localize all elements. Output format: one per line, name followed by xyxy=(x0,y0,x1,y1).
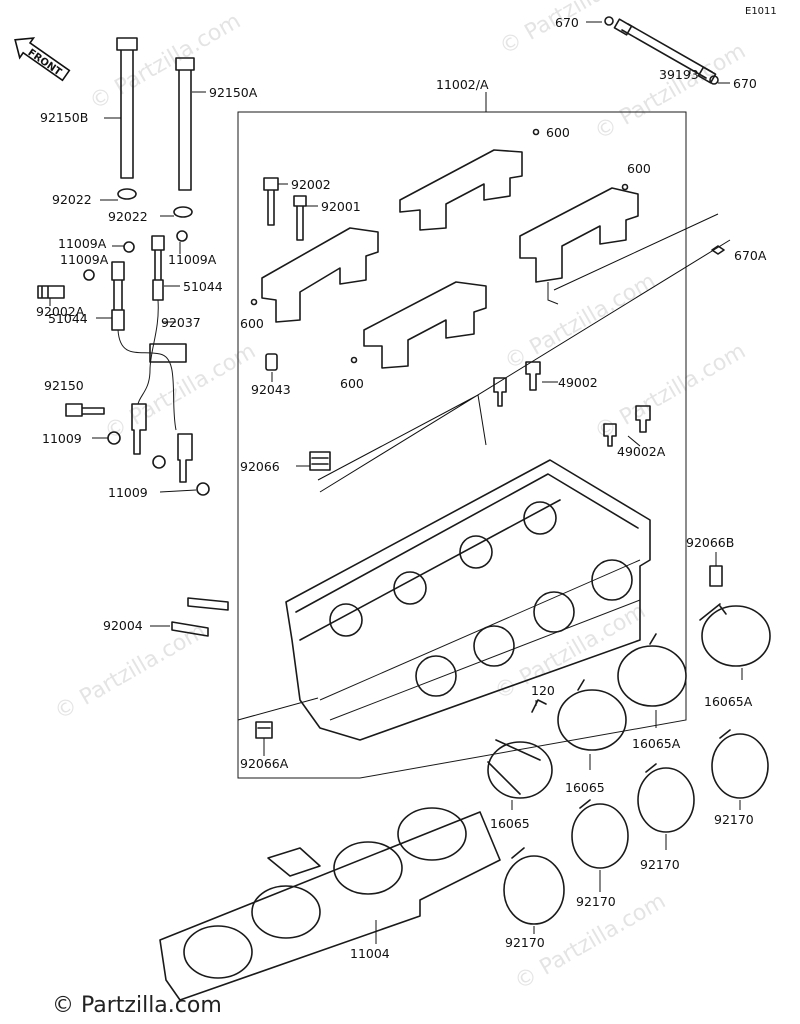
label-49002a: 49002A xyxy=(617,444,666,459)
label-16065-a: 16065 xyxy=(565,780,605,795)
label-51044-b: 51044 xyxy=(48,311,88,326)
label-92001: 92001 xyxy=(321,199,361,214)
pin-92043 xyxy=(265,353,278,371)
label-11009-b: 11009 xyxy=(108,485,148,500)
part-labels: 670 670 39193 11002/A 600 600 670A 92150… xyxy=(36,15,767,961)
watermark: © Partzilla.com xyxy=(591,39,751,146)
label-92170-b: 92170 xyxy=(640,857,680,872)
studs-92004 xyxy=(171,597,229,637)
dowel-pins xyxy=(250,128,725,364)
caps-92066 xyxy=(255,451,723,739)
label-92002: 92002 xyxy=(291,177,331,192)
head-gasket xyxy=(159,807,501,1001)
label-11002a: 11002/A xyxy=(436,77,489,92)
oil-hose-assembly xyxy=(37,230,210,496)
label-670-top: 670 xyxy=(555,15,579,30)
label-92037: 92037 xyxy=(161,315,201,330)
oil-pipe xyxy=(604,16,719,85)
label-92066: 92066 xyxy=(240,459,280,474)
watermark: © Partzilla.com xyxy=(496,0,656,60)
label-92066a: 92066A xyxy=(240,756,289,771)
label-92022-a: 92022 xyxy=(52,192,92,207)
watermark: © Partzilla.com xyxy=(591,339,751,446)
label-92170-c: 92170 xyxy=(576,894,616,909)
label-92022-b: 92022 xyxy=(108,209,148,224)
leader-lines xyxy=(49,21,743,944)
label-11009a-c: 11009A xyxy=(168,252,217,267)
label-600-c: 600 xyxy=(240,316,264,331)
label-92170-a: 92170 xyxy=(714,812,754,827)
diagram-code: E1011 xyxy=(745,6,777,17)
label-11009a-b: 11009A xyxy=(60,252,109,267)
label-670a: 670A xyxy=(734,248,767,263)
cylinder-head xyxy=(285,459,651,741)
label-92043: 92043 xyxy=(251,382,291,397)
label-600-b: 600 xyxy=(627,161,651,176)
label-16065a-a: 16065A xyxy=(704,694,753,709)
label-11004: 11004 xyxy=(350,946,390,961)
intake-holders xyxy=(487,603,771,799)
label-120: 120 xyxy=(531,683,555,698)
label-11009a-a: 11009A xyxy=(58,236,107,251)
label-92150b: 92150B xyxy=(40,110,88,125)
label-16065a-b: 16065A xyxy=(632,736,681,751)
label-92002a: 92002A xyxy=(36,304,85,319)
label-600-a: 600 xyxy=(546,125,570,140)
label-11009-a: 11009 xyxy=(42,431,82,446)
plugs xyxy=(493,361,651,447)
label-92170-d: 92170 xyxy=(505,935,545,950)
assembly-frame xyxy=(237,111,687,779)
hose-clamps xyxy=(503,729,769,925)
watermark: © Partzilla.com xyxy=(51,619,211,726)
front-arrow-icon: FRONT xyxy=(14,37,71,82)
label-92066b: 92066B xyxy=(686,535,734,550)
camshaft-caps xyxy=(261,149,639,369)
watermark: © Partzilla.com xyxy=(501,269,661,376)
label-600-d: 600 xyxy=(340,376,364,391)
watermark: © Partzilla.com xyxy=(101,339,261,446)
label-49002: 49002 xyxy=(558,375,598,390)
copyright-notice: © Partzilla.com xyxy=(52,993,222,1018)
label-92150a: 92150A xyxy=(209,85,258,100)
label-51044-a: 51044 xyxy=(183,279,223,294)
label-92004: 92004 xyxy=(103,618,143,633)
label-670-right: 670 xyxy=(733,76,757,91)
dashed-leaders xyxy=(237,213,731,721)
label-16065-b: 16065 xyxy=(490,816,530,831)
label-92150: 92150 xyxy=(44,378,84,393)
label-39193: 39193 xyxy=(659,67,699,82)
watermarks: © Partzilla.com © Partzilla.com © Partzi… xyxy=(51,0,751,995)
long-bolts xyxy=(116,37,195,218)
